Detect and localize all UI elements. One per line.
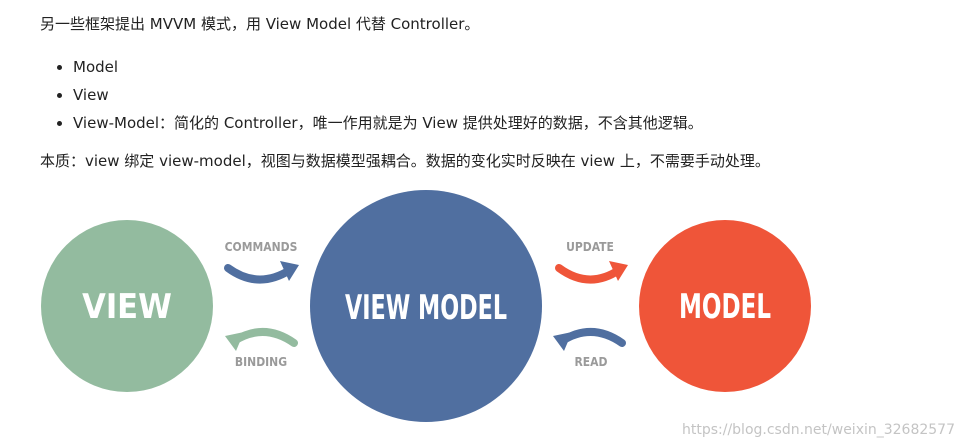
binding-label: BINDING [235, 355, 287, 369]
watermark: https://blog.csdn.net/weixin_32682577 [682, 422, 955, 438]
update-label: UPDATE [566, 240, 614, 254]
view-model-circle [310, 190, 542, 422]
component-list: Model View View-Model：简化的 Controller，唯一作… [40, 53, 703, 137]
list-item-view-model: View-Model：简化的 Controller，唯一作用就是为 View 提… [73, 109, 703, 137]
commands-arrow-icon [224, 261, 299, 284]
commands-label: COMMANDS [225, 240, 298, 254]
update-arrow-icon [555, 261, 628, 284]
intro-text: 另一些框架提出 MVVM 模式，用 View Model 代替 Controll… [40, 15, 480, 33]
model-label: MODEL [679, 287, 771, 327]
view-circle [41, 220, 213, 392]
read-arrow-icon [553, 328, 626, 351]
essence-text: 本质：view 绑定 view-model，视图与数据模型强耦合。数据的变化实时… [40, 152, 770, 170]
model-circle [639, 220, 811, 392]
list-item-view: View [73, 81, 703, 109]
view-label: VIEW [82, 287, 172, 327]
read-label: READ [574, 355, 607, 369]
binding-arrow-icon [225, 328, 298, 351]
view-model-label: VIEW MODEL [345, 288, 507, 328]
list-item-model: Model [73, 53, 703, 81]
